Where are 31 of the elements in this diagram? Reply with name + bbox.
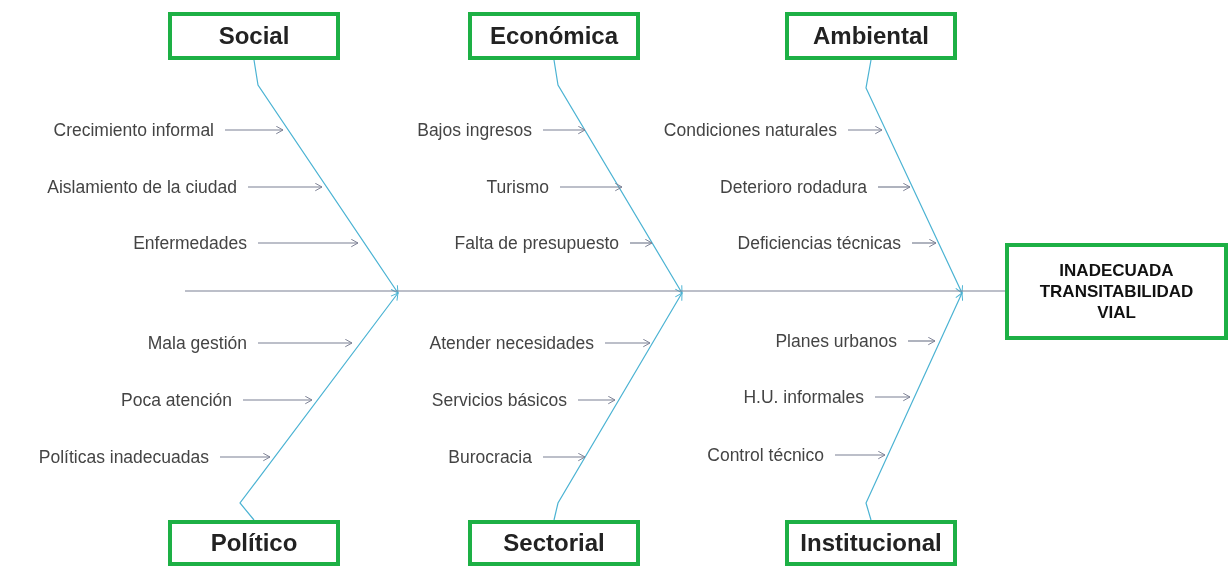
cause-label: Falta de presupuesto [454, 232, 630, 254]
cause-label: Control técnico [707, 444, 835, 466]
cause-label: Poca atención [121, 389, 243, 411]
category-box: Institucional [785, 520, 957, 566]
category-box: Político [168, 520, 340, 566]
cause-label: Bajos ingresos [417, 119, 543, 141]
cause-label: Planes urbanos [775, 330, 908, 352]
cause-label: Condiciones naturales [663, 119, 848, 141]
bone-arrow [865, 292, 964, 521]
effect-box: INADECUADA TRANSITABILIDAD VIAL [1005, 243, 1228, 340]
cause-label: Turismo [486, 176, 560, 198]
cause-label: Políticas inadecuadas [38, 446, 220, 468]
category-box: Económica [468, 12, 640, 60]
bone-arrow [239, 292, 399, 521]
cause-label: Crecimiento informal [53, 119, 225, 141]
cause-label: Atender necesidades [429, 332, 605, 354]
cause-label: Deterioro rodadura [720, 176, 878, 198]
cause-label: Mala gestión [147, 332, 258, 354]
cause-label: Enfermedades [133, 232, 258, 254]
cause-label: Aislamiento de la ciudad [47, 176, 248, 198]
bone-arrow [253, 59, 399, 294]
cause-label: Deficiencias técnicas [737, 232, 912, 254]
cause-label: H.U. informales [743, 386, 875, 408]
category-box: Ambiental [785, 12, 957, 60]
spine-line [184, 290, 1006, 292]
bone-arrow [553, 292, 683, 521]
bone-arrow [553, 59, 683, 294]
cause-label: Burocracia [448, 446, 543, 468]
category-box: Social [168, 12, 340, 60]
category-box: Sectorial [468, 520, 640, 566]
cause-label: Servicios básicos [431, 389, 578, 411]
